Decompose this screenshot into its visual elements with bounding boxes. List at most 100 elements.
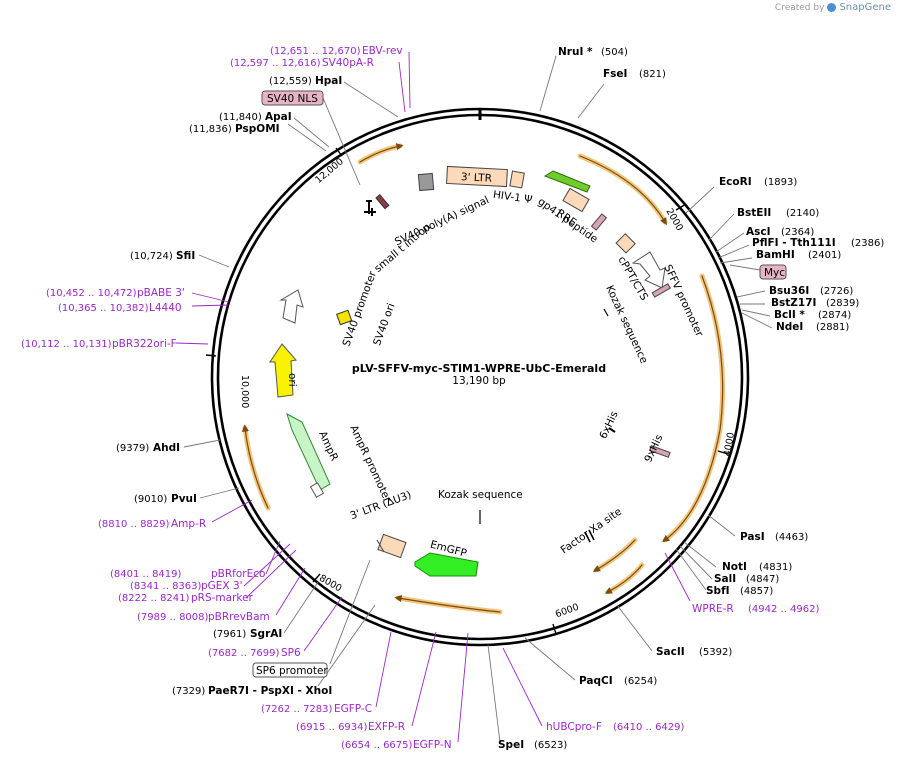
site-paqci: PaqCI: [579, 675, 613, 687]
sv40-nls-label: SV40 NLS: [267, 93, 318, 105]
site-bstz17i: BstZ17I: [771, 297, 816, 309]
site-ecori: EcoRI: [719, 176, 752, 188]
tick-4000: 4000: [722, 432, 737, 458]
sp6-promoter-label: SP6 promoter: [256, 665, 328, 677]
primer-egfp-c-pos: (7262 .. 7283): [261, 704, 333, 715]
site-paqci-pos: (6254): [624, 676, 657, 687]
site-sgrai: SgrAI: [250, 628, 282, 640]
site-asci: AscI: [746, 226, 771, 238]
primer-labels: (12,651 .. 12,670) EBV-rev (12,597 .. 12…: [21, 45, 820, 751]
primer-pgex3: pGEX 3': [201, 580, 243, 592]
feature-hiv1-psi: HIV-1 Ψ: [492, 189, 533, 206]
site-bstz17i-pos: (2839): [826, 298, 859, 309]
primer-egfp-n-pos: (6654 .. 6675): [341, 740, 413, 751]
site-bamhi: BamHI: [756, 249, 795, 261]
tick-10000: 10,000: [239, 375, 250, 408]
feature-ampr: AmpR: [316, 429, 340, 463]
site-sbfi: SbfI: [706, 585, 730, 597]
primer-pgex3-pos: (8341 .. 8363): [130, 581, 202, 592]
primer-pbrrevbam-pos: (7989 .. 8008): [137, 612, 209, 623]
myc-label: Myc: [764, 267, 785, 279]
site-pvui-pos: (9010): [134, 494, 167, 505]
site-sfii: SfiI: [176, 250, 195, 262]
site-paer7i-pspxi-xhoi: PaeR7I - PspXI - XhoI: [208, 685, 332, 697]
site-spei-pos: (6523): [534, 740, 567, 751]
site-pflfi-tth111i: PflFI - Tth111I: [752, 237, 836, 249]
primer-l4440: L4440: [149, 302, 182, 314]
site-ndei: NdeI: [776, 321, 803, 333]
site-hpai-pos: (12,559): [269, 76, 312, 87]
snapgene-logo-icon: [827, 3, 837, 12]
primer-exfp-r-pos: (6915 .. 6934): [296, 722, 368, 733]
plasmid-size: 13,190 bp: [452, 375, 506, 387]
site-bsteii: BstEII: [737, 207, 771, 219]
primer-pbrforeco-pos: (8401 .. 8419): [110, 569, 182, 580]
site-sgrai-pos: (7961): [213, 629, 246, 640]
plasmid-name: pLV-SFFV-myc-STIM1-WPRE-UbC-Emerald: [352, 362, 606, 375]
site-hpai: HpaI: [315, 75, 342, 87]
site-labels: NruI * (504) FseI (821) EcoRI (1893) Bst…: [116, 46, 884, 751]
site-spei: SpeI: [498, 739, 524, 751]
primer-sv40pa-r: SV40pA-R: [322, 57, 374, 69]
feature-9xhis: 9xHis: [642, 433, 665, 465]
primer-pbrrevbam: pBRrevBam: [208, 611, 270, 623]
primer-ebv-rev: EBV-rev: [362, 45, 403, 57]
primer-amp-r-pos: (8810 .. 8829): [98, 519, 170, 530]
site-noti-pos: (4831): [759, 562, 792, 573]
site-apai-pos: (11,840): [219, 112, 262, 123]
primer-pbabe3-pos: (10,452 .. 10,472): [46, 288, 137, 299]
site-ndei-pos: (2881): [816, 322, 849, 333]
primer-l4440-pos: (10,365 .. 10,382): [58, 303, 149, 314]
site-pflfi-pos: (2386): [851, 238, 884, 249]
primer-egfp-c: EGFP-C: [334, 703, 372, 715]
primer-wpre-r: WPRE-R: [692, 603, 734, 615]
primer-pbabe3: pBABE 3': [137, 287, 185, 299]
feature-glyphs: [269, 165, 671, 577]
primer-hubcpro-f: hUBCpro-F: [546, 721, 602, 733]
feature-sffv: SFFV promoter: [661, 263, 705, 339]
site-ahdi-pos: (9379): [116, 443, 149, 454]
credit-brand: SnapGene: [839, 2, 891, 13]
feature-sv40-ori: SV40 ori: [371, 302, 397, 348]
site-sali-pos: (4847): [746, 574, 779, 585]
orf-arcs: [241, 143, 726, 615]
primer-sv40pa-r-pos: (12,597 .. 12,616): [230, 58, 321, 69]
primer-ebv-rev-pos: (12,651 .. 12,670): [270, 46, 361, 57]
primer-prs-marker-pos: (8222 .. 8241): [118, 593, 190, 604]
site-apai: ApaI: [265, 111, 292, 123]
primer-pbr322ori-f: pBR322ori-F: [112, 338, 177, 350]
site-pspomi: PspOMI: [235, 123, 280, 135]
site-pasi: PasI: [740, 531, 765, 543]
feature-ampr-promoter: AmpR promoter: [347, 423, 393, 504]
primer-amp-r: Amp-R: [171, 518, 206, 530]
credit-prefix: Created by: [774, 2, 825, 13]
feature-factor-xa: Factor Xa site: [559, 506, 624, 557]
feature-6xhis: 6xHis: [597, 409, 620, 441]
site-leaders: [183, 55, 773, 743]
feature-small-t-intron: small t intron: [372, 221, 433, 275]
tick-6000: 6000: [554, 602, 580, 621]
site-sali: SalI: [714, 573, 736, 585]
site-bcli-pos: (2874): [818, 310, 851, 321]
site-asci-pos: (2364): [781, 227, 814, 238]
site-xhoi-pos: (7329): [172, 686, 205, 697]
primer-egfp-n: EGFP-N: [413, 739, 452, 751]
primer-pbr322ori-f-pos: (10,112 .. 10,131): [21, 339, 112, 350]
primer-exfp-r: EXFP-R: [368, 721, 405, 733]
site-sacii-pos: (5392): [699, 647, 732, 658]
site-sbfi-pos: (4857): [740, 586, 773, 597]
site-pasi-pos: (4463): [775, 532, 808, 543]
feature-kozak-2: Kozak sequence: [438, 489, 523, 501]
site-bamhi-pos: (2401): [808, 250, 841, 261]
primer-sp6-pos: (7682 .. 7699): [208, 648, 280, 659]
primer-hubcpro-f-pos: (6410 .. 6429): [613, 722, 685, 733]
boxed-labels: SV40 NLS Myc SP6 promoter: [252, 90, 787, 678]
primer-prs-marker: pRS-marker: [191, 592, 254, 604]
site-sacii: SacII: [656, 646, 685, 658]
site-sfii-pos: (10,724): [130, 251, 173, 262]
feature-3ltr: 3' LTR: [461, 171, 493, 185]
site-fsei: FseI: [603, 68, 627, 80]
site-bsteii-pos: (2140): [786, 208, 819, 219]
site-bcli: BclI *: [774, 309, 805, 321]
